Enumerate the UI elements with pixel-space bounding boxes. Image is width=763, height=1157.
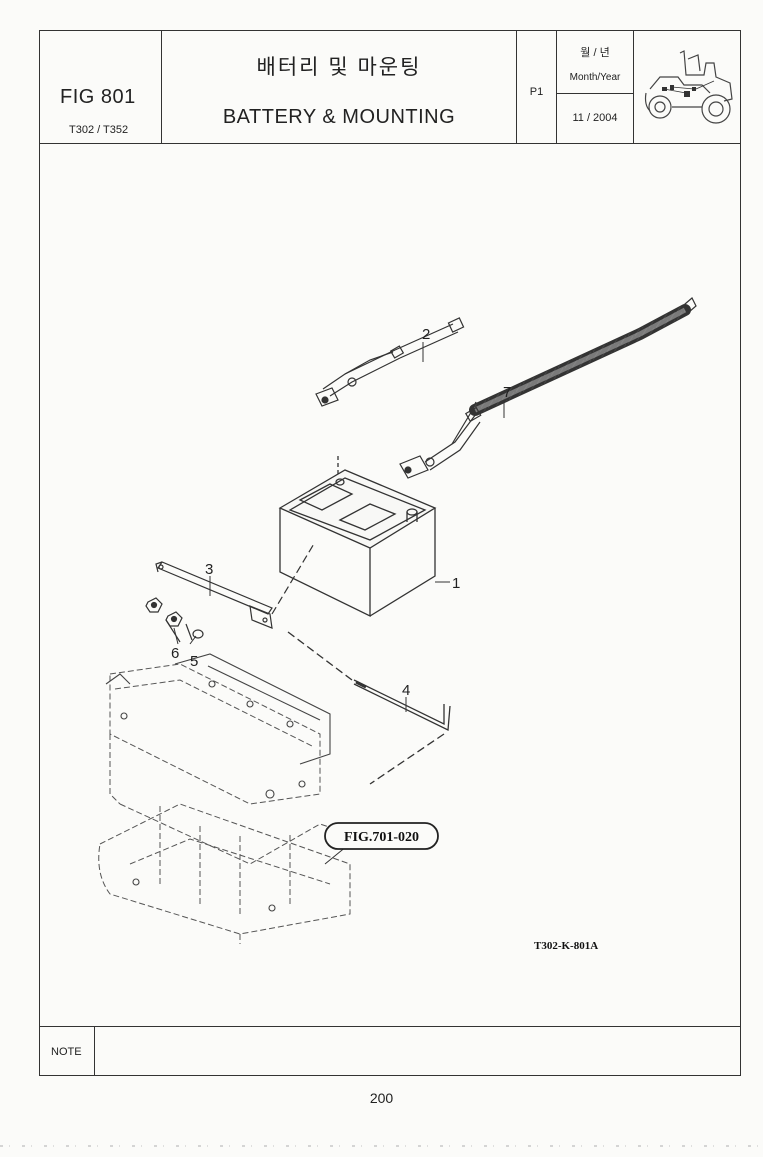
parts-sheet-frame: FIG 801 T302 / T352 배터리 및 마운팅 BATTERY & … (39, 30, 741, 1076)
leader-lines (173, 342, 505, 865)
date-label-english: Month/Year (569, 72, 621, 83)
drawing-canvas: 2 7 1 3 4 5 6 FIG.701-020 T302-K-801A (98, 297, 697, 952)
date-label-box: 월 / 년 Month/Year (557, 31, 633, 94)
chassis-frame-solid (105, 653, 331, 912)
figure-number: FIG 801 (60, 86, 136, 108)
note-label: NOTE (40, 1027, 95, 1075)
title-english: BATTERY & MOUNTING (222, 106, 456, 128)
battery (278, 456, 437, 618)
date-cell: 월 / 년 Month/Year 11 / 2004 (557, 31, 634, 143)
part-label-5: 5 (190, 653, 198, 670)
nut-and-washer-5-6 (145, 597, 204, 643)
drawing-id: T302-K-801A (534, 940, 598, 952)
page-cell: P1 (517, 31, 557, 143)
figure-reference: FIG.701-020 (344, 830, 419, 845)
title-block: FIG 801 T302 / T352 배터리 및 마운팅 BATTERY & … (40, 31, 740, 144)
date-label-korean: 월 / 년 (580, 47, 610, 59)
date-value: 11 / 2004 (572, 112, 618, 124)
model-numbers: T302 / T352 (69, 124, 129, 136)
sheet-page: P1 (529, 86, 544, 98)
exploded-parts-drawing: 2 7 1 3 4 5 6 FIG.701-020 T302-K-801A (40, 144, 740, 1026)
hold-down-bracket-3 (155, 541, 316, 629)
title-korean: 배터리 및 마운팅 (256, 56, 422, 79)
note-row: NOTE (40, 1026, 740, 1075)
part-label-7: 7 (503, 384, 511, 401)
battery-cable-7 (399, 297, 697, 479)
part-label-2: 2 (422, 326, 430, 343)
part-label-6: 6 (171, 645, 179, 662)
part-label-3: 3 (205, 561, 213, 578)
scan-artifact-line (0, 1145, 763, 1147)
title-cell: 배터리 및 마운팅 BATTERY & MOUNTING (162, 31, 517, 143)
battery-cable-2 (315, 317, 465, 407)
part-label-1: 1 (452, 575, 460, 592)
figure-number-cell: FIG 801 T302 / T352 (40, 31, 162, 143)
figure-reference-bubble[interactable]: FIG.701-020 (324, 822, 439, 850)
j-bolt-rod-4 (287, 631, 451, 785)
part-label-4: 4 (402, 682, 410, 699)
thumbnail-cell (634, 31, 740, 143)
chassis-frame-reference (98, 663, 351, 944)
tractor-icon (644, 50, 733, 124)
page-number: 200 (369, 1090, 394, 1106)
